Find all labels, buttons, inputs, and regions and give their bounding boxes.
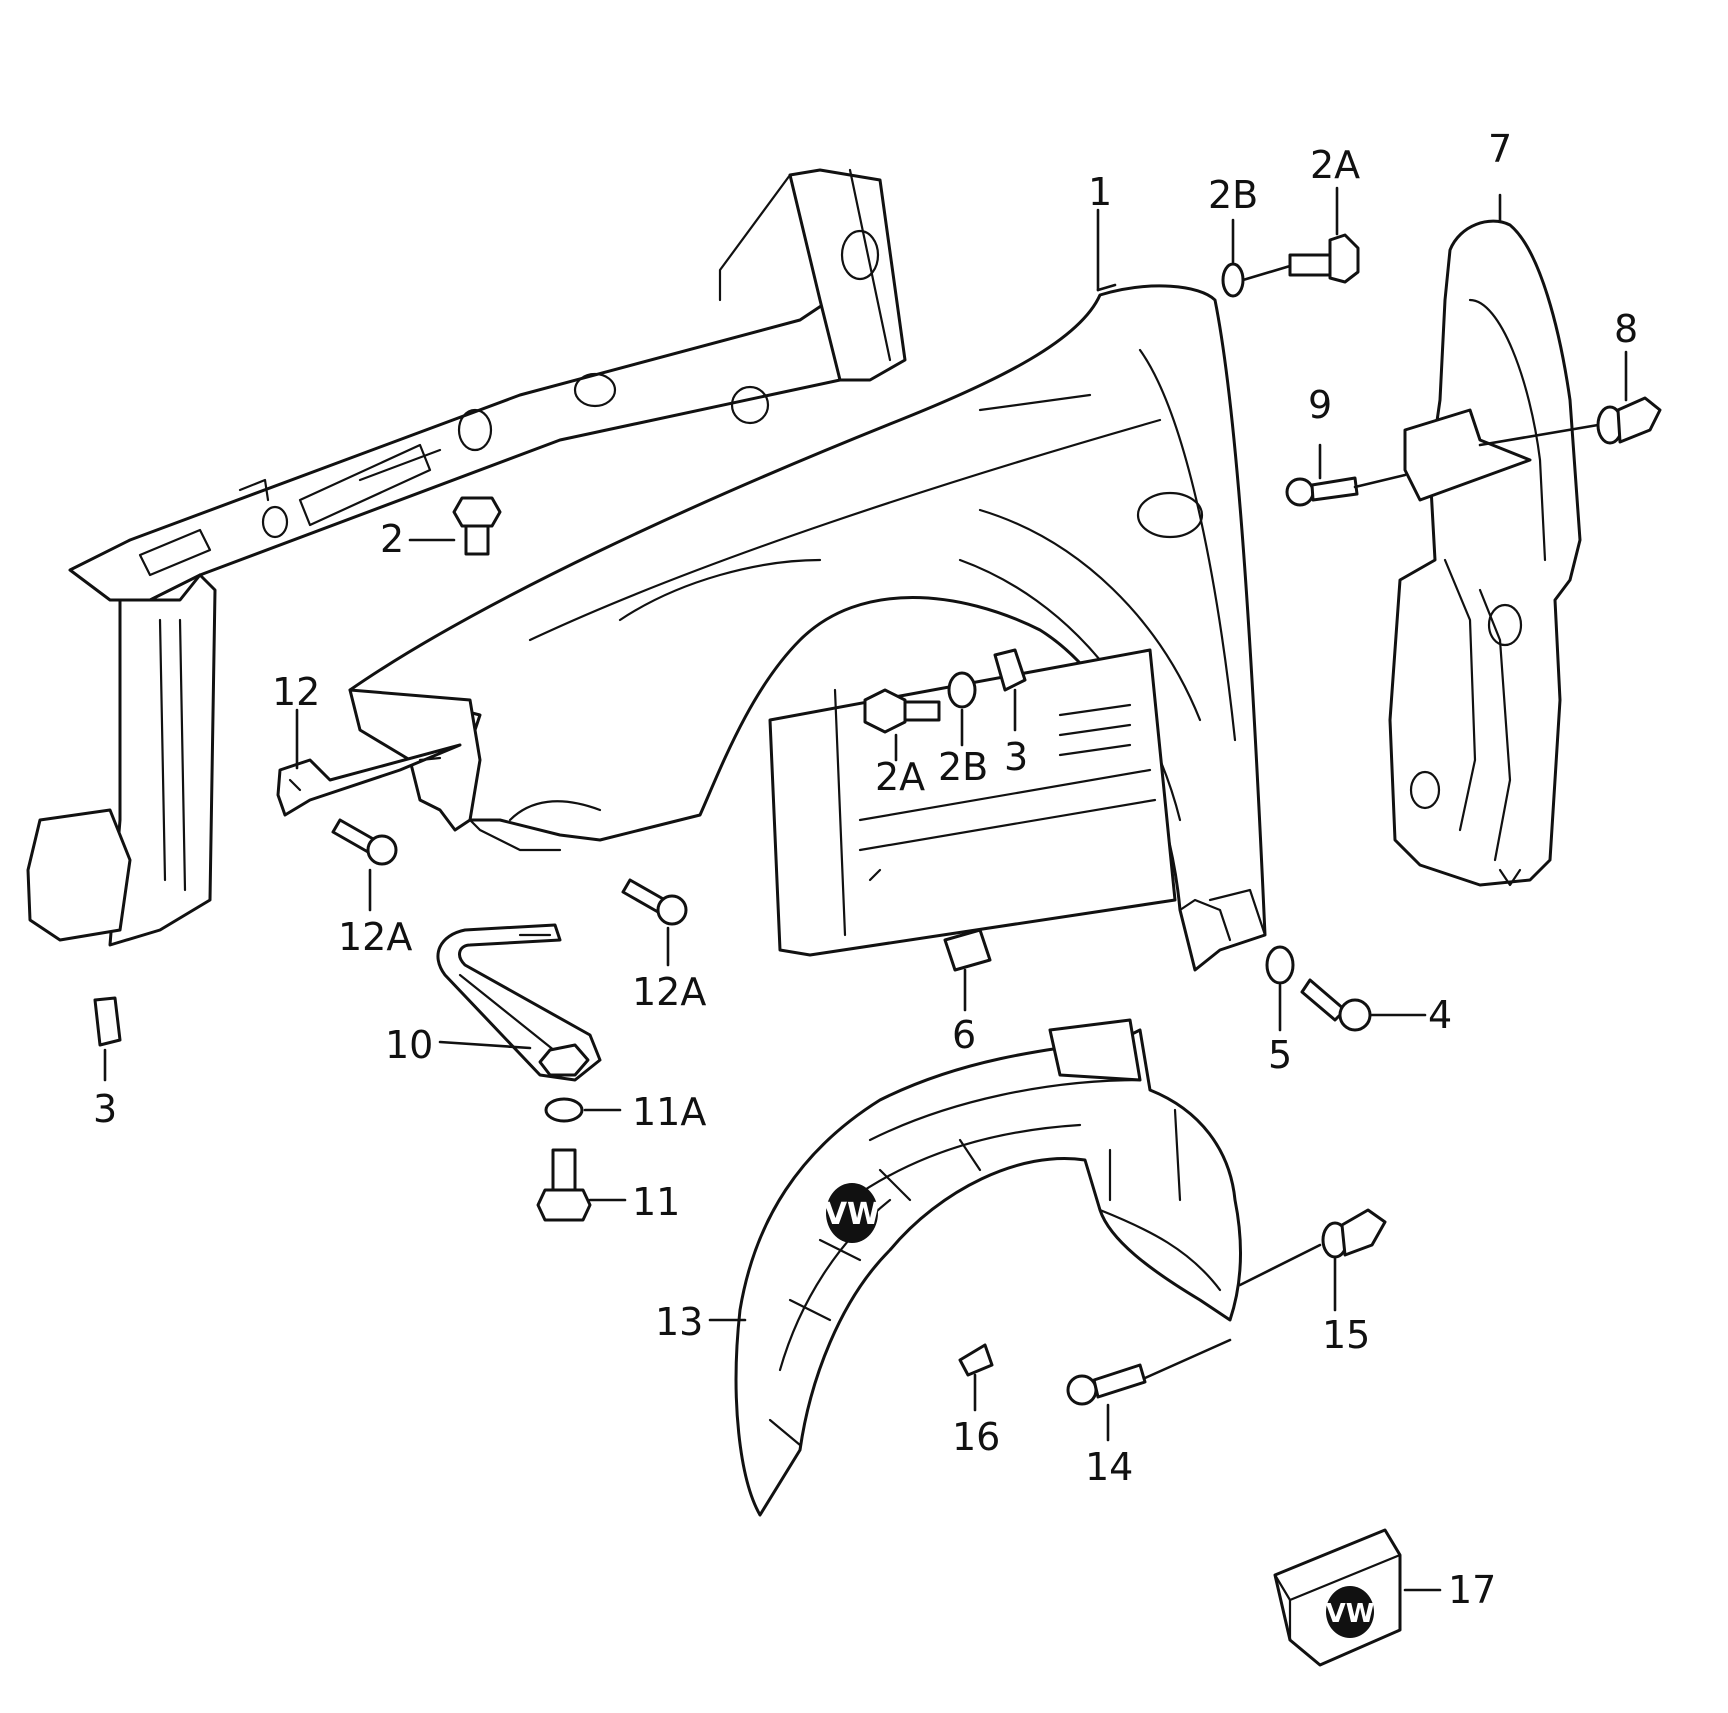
callout-16: 16 [952,1415,1000,1459]
nut-10 [538,1043,590,1077]
washer-11A [544,1097,584,1123]
bracket-12 [276,743,462,817]
callout-7: 7 [1488,127,1512,171]
washer-2B-mid [947,671,977,709]
clip-3-mid [993,648,1027,692]
callout-8: 8 [1614,307,1638,351]
bolt-2A-mid [863,688,941,734]
washer-5 [1265,945,1295,985]
clip-8 [1596,396,1662,445]
callout-17: 17 [1448,1568,1496,1612]
bolt-11 [536,1148,592,1222]
callout-11A: 11A [632,1090,706,1134]
callout-13: 13 [655,1300,703,1344]
callout-6: 6 [952,1013,976,1057]
callout-2B-mid: 2B [938,745,988,789]
callout-9: 9 [1308,383,1332,427]
callout-10: 10 [385,1023,433,1067]
callout-labels: 1 2 2A 2B 2A 2B 3 3 4 5 6 7 8 9 10 11 11… [93,127,1638,1612]
callout-2B-top: 2B [1208,173,1258,217]
callout-5: 5 [1268,1033,1292,1077]
vw-logo-liner-icon: VW [824,1183,880,1243]
body-frame-structure [26,168,907,947]
fender [348,284,1267,972]
clip-6 [943,928,992,972]
callout-2A-top: 2A [1310,143,1360,187]
clip-15 [1321,1208,1387,1259]
callout-4: 4 [1428,993,1452,1037]
callout-11: 11 [632,1180,680,1224]
screw-14 [1066,1363,1147,1406]
bolt-2A-top [1288,233,1360,284]
washer-2B-top [1221,262,1245,298]
clip-16 [958,1343,994,1377]
callout-3-mid: 3 [1004,735,1028,779]
screw-12A-left [331,818,398,866]
callout-15: 15 [1322,1313,1370,1357]
logo-mark-box: VW [1326,1599,1375,1629]
clip-3-left [93,996,122,1047]
logo-mark-liner: VW [824,1197,880,1232]
screw-12A-mid [621,878,688,926]
callout-14: 14 [1085,1445,1133,1489]
callout-1: 1 [1088,170,1112,214]
callout-12A-mid: 12A [632,970,706,1014]
callout-2: 2 [380,517,404,561]
wheel-housing-liner [734,1018,1242,1517]
bolt-2 [452,496,502,556]
callout-12: 12 [272,670,320,714]
callout-2A-mid: 2A [875,755,925,799]
part-17-box: VW [1273,1528,1402,1667]
callout-3-left: 3 [93,1087,117,1131]
vw-logo-box-icon: VW [1326,1586,1375,1638]
callout-12A-left: 12A [338,915,412,959]
side-panel-7 [1388,219,1582,887]
bracket-10 [436,923,602,1082]
fasteners [93,233,1662,1406]
leader-lines [103,186,1628,1592]
screw-9 [1285,476,1359,507]
screw-4 [1300,978,1372,1032]
